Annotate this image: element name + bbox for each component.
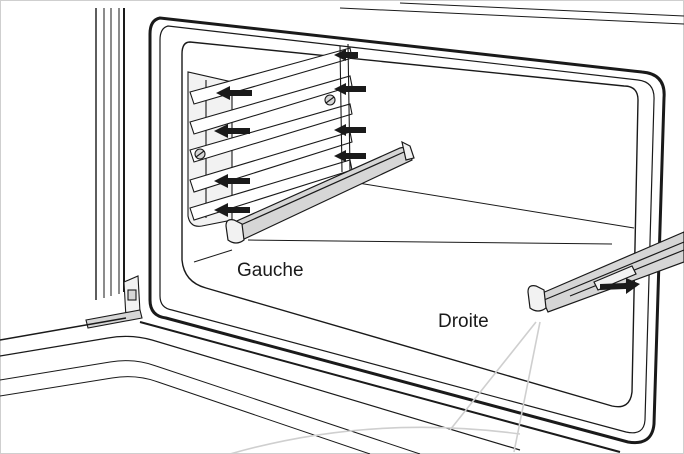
cavity-back-wall <box>181 41 639 408</box>
arrow-icon <box>214 124 250 138</box>
pull-out-arrow-icon <box>600 278 640 294</box>
right-rail <box>527 231 684 313</box>
oven-gasket-inner <box>159 25 655 434</box>
cavity-floor-lines <box>193 181 635 263</box>
oven-gasket-outer <box>148 16 666 445</box>
arrow-icon <box>214 203 250 217</box>
arrow-icon <box>214 174 250 188</box>
door-hinge <box>85 275 143 329</box>
callout <box>229 321 541 454</box>
left-rail <box>225 140 415 244</box>
arrow-icon <box>216 86 252 100</box>
label-gauche: Gauche <box>237 260 304 281</box>
arrow-icon <box>334 124 366 136</box>
oven-door-lower <box>0 317 621 454</box>
arrow-icon <box>334 49 358 61</box>
label-droite: Droite <box>438 311 489 332</box>
door-frame-left <box>95 8 125 300</box>
arrow-icon <box>334 150 366 162</box>
rack-arrows <box>214 49 366 217</box>
oven-top-edge <box>339 2 684 25</box>
arrow-icon <box>334 83 366 95</box>
